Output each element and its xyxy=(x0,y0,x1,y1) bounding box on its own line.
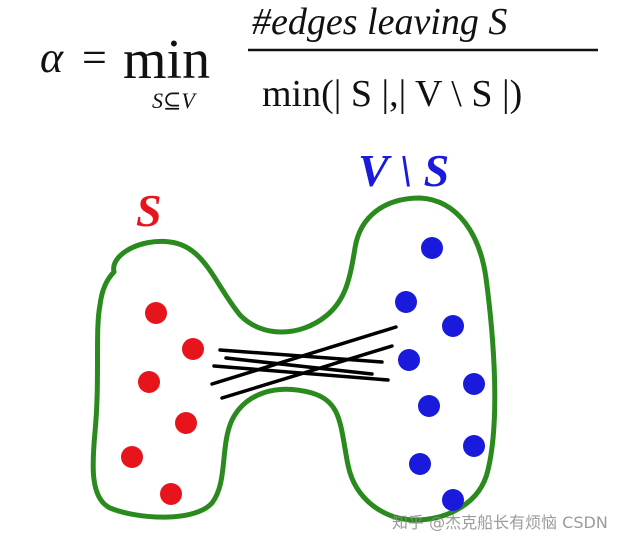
node-complement xyxy=(409,453,431,475)
node-complement xyxy=(442,489,464,511)
node-complement xyxy=(421,237,443,259)
formula-subscript: S⊆V xyxy=(152,88,197,113)
node-complement xyxy=(418,395,440,417)
node-complement xyxy=(463,435,485,457)
cut-edges xyxy=(210,325,398,400)
nodes-complement xyxy=(395,237,485,511)
node-complement xyxy=(442,315,464,337)
formula-equals: = xyxy=(82,33,107,82)
node-s xyxy=(138,371,160,393)
cut-edge xyxy=(210,325,398,386)
set-label-s: S xyxy=(136,185,162,236)
formula-denominator: min(| S |,| V \ S |) xyxy=(262,73,522,115)
node-complement xyxy=(398,349,420,371)
node-s xyxy=(160,483,182,505)
partition-boundary xyxy=(90,195,498,523)
node-s xyxy=(145,302,167,324)
node-s xyxy=(182,338,204,360)
formula-lhs: α xyxy=(40,33,64,82)
formula: α = min S⊆V #edges leaving S min(| S |,|… xyxy=(40,1,598,115)
formula-min-operator: min xyxy=(123,29,210,91)
node-s xyxy=(175,412,197,434)
node-complement xyxy=(395,291,417,313)
cut-edge xyxy=(220,344,394,400)
watermark: 知乎 @杰克船长有烦恼 CSDN xyxy=(392,513,608,532)
cut-edge xyxy=(224,356,374,376)
node-s xyxy=(121,446,143,468)
set-label-complement: V \ S xyxy=(358,145,449,196)
nodes-s xyxy=(121,302,204,505)
formula-numerator: #edges leaving S xyxy=(252,1,507,43)
node-complement xyxy=(463,373,485,395)
